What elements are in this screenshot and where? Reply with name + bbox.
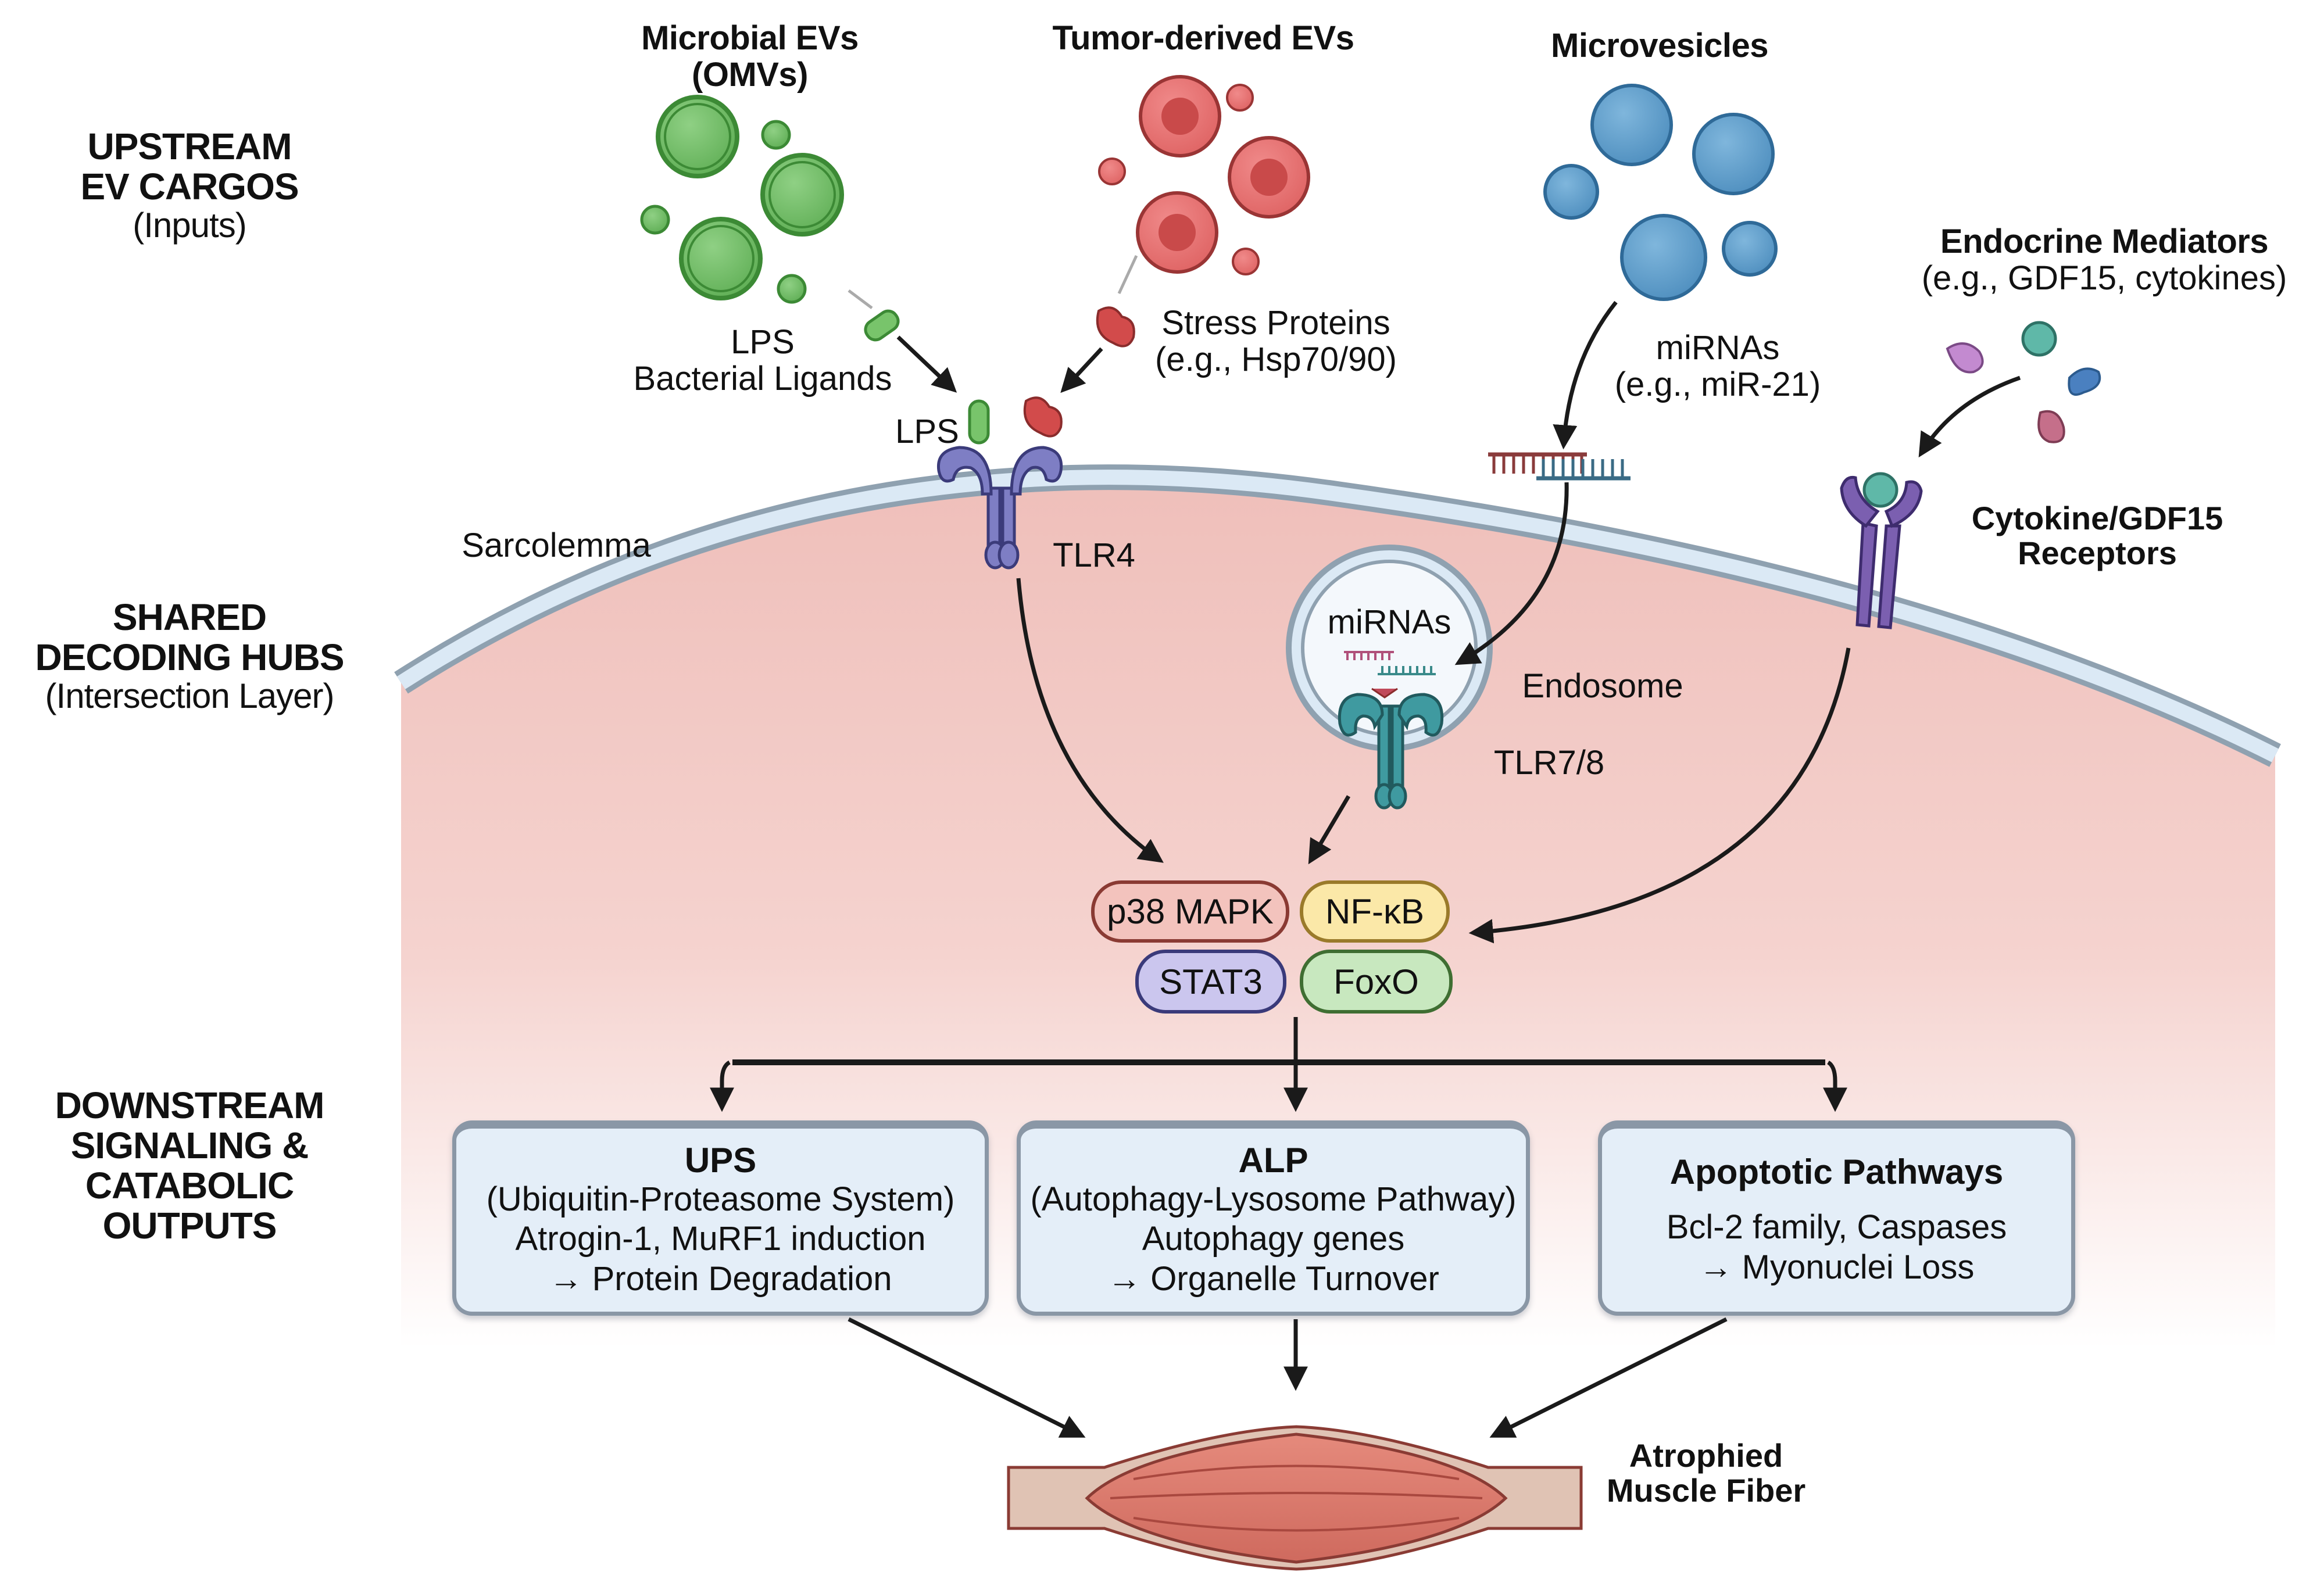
microbial-ev-title-line2: (OMVs) (692, 55, 808, 94)
sarcolemma-label: Sarcolemma (462, 527, 651, 564)
tumor-ev-title: Tumor-derived EVs (1052, 19, 1355, 57)
hub-p38-mapk: p38 MAPK (1091, 880, 1289, 943)
endosome-label: Endosome (1522, 667, 1683, 705)
endocrine-title-sub: (e.g., GDF15, cytokines) (1921, 259, 2287, 297)
arrow-lps-to-tlr4-b (896, 335, 957, 393)
stress-proteins-line2: (e.g., Hsp70/90) (1155, 340, 1397, 378)
arrow-tlr4-to-p38 (1016, 578, 1164, 863)
downstream-label-line4: OUTPUTS (102, 1205, 277, 1247)
downstream-label-line1: DOWNSTREAM (55, 1084, 325, 1126)
lps-cargo-line1: LPS (731, 323, 795, 361)
microvesicles-title: Microvesicles (1551, 27, 1768, 65)
hubs-label-line2: DECODING HUBS (35, 636, 344, 679)
arrow-branch-ups (710, 1060, 734, 1112)
alp-subtitle: (Autophagy-Lysosome Pathway) (1030, 1180, 1517, 1218)
ups-line1: Atrogin-1, MuRF1 induction (515, 1220, 926, 1258)
microbial-ev-title: Microbial EVs (OMVs) (641, 20, 859, 93)
lps-ligand-bound (968, 399, 990, 445)
muscle-fiber-line2: Muscle Fiber (1606, 1472, 1806, 1509)
stress-proteins-label: Stress Proteins (e.g., Hsp70/90) (1155, 305, 1397, 378)
muscle-fiber-label: Atrophied Muscle Fiber (1607, 1438, 1805, 1509)
microvesicle-cluster (1543, 84, 1778, 301)
output-ups: UPS (Ubiquitin-Proteasome System) Atrogi… (452, 1120, 989, 1316)
alp-line1: Autophagy genes (1142, 1220, 1405, 1258)
endocrine-mediators (1946, 321, 2101, 443)
arrow-microvesicle-to-mirna (1553, 300, 1618, 450)
microbial-ev-cluster (640, 95, 844, 304)
hubs-label: SHARED DECODING HUBS (Intersection Layer… (35, 597, 344, 715)
alp-title: ALP (1238, 1140, 1308, 1180)
hub-stat3: STAT3 (1135, 950, 1286, 1014)
tlr4-receptor (936, 446, 1063, 570)
upstream-label-line2: EV CARGOS (80, 166, 299, 208)
mirna-cargo-line1: miRNAs (1656, 329, 1780, 367)
hub-foxo: FoxO (1300, 950, 1453, 1014)
signal-arrows (710, 255, 2021, 1438)
tumor-ev-cluster (1098, 75, 1310, 275)
upstream-label-sub: (Inputs) (133, 206, 246, 245)
gdf15-ligand-bound (1862, 472, 1898, 508)
arrow-tlr78-to-nfkb (1308, 795, 1351, 865)
arrow-stress-protein-line (1117, 255, 1138, 295)
mirna-cargo-line2: (e.g., miR-21) (1614, 365, 1821, 403)
atrophied-muscle-fiber (1007, 1425, 1583, 1571)
ups-line2: → Protein Degradation (549, 1259, 892, 1298)
arrow-apoptotic-to-muscle (1489, 1317, 1728, 1438)
output-alp: ALP (Autophagy-Lysosome Pathway) Autopha… (1017, 1120, 1530, 1316)
ups-title: UPS (684, 1140, 757, 1180)
cytokine-receptor-label: Cytokine/GDF15 Receptors (1971, 500, 2223, 572)
endocrine-title: Endocrine Mediators (e.g., GDF15, cytoki… (1921, 223, 2287, 297)
hub-nf-kb: NF-κB (1300, 880, 1450, 943)
lps-bound-label: LPS (895, 413, 959, 450)
tlr78-label: TLR7/8 (1493, 744, 1605, 782)
arrow-receptor-to-nfkb (1468, 647, 1851, 944)
lps-ligand-free (864, 309, 900, 342)
tlr78-receptor (1338, 693, 1444, 810)
ups-subtitle: (Ubiquitin-Proteasome System) (486, 1180, 955, 1218)
hubs-label-sub: (Intersection Layer) (45, 676, 335, 716)
endocrine-title-line1: Endocrine Mediators (1940, 223, 2269, 260)
apoptotic-line1: Bcl-2 family, Caspases (1666, 1208, 2007, 1247)
cytokine-receptor-line2: Receptors (2018, 535, 2177, 572)
lps-cargo-line2: Bacterial Ligands (633, 359, 892, 398)
cytokine-receptor (1840, 475, 1923, 629)
stress-proteins-line1: Stress Proteins (1161, 304, 1390, 342)
mirna-cargo-label: miRNAs (e.g., miR-21) (1615, 330, 1821, 403)
cytokine-receptor-line1: Cytokine/GDF15 (1971, 500, 2223, 536)
stress-protein-bound (1023, 396, 1063, 438)
endosome-cargo-label: miRNAs (1327, 603, 1451, 641)
stress-protein-free (1096, 306, 1135, 348)
muscle-fiber-line1: Atrophied (1629, 1437, 1783, 1474)
arrow-ups-to-muscle (848, 1317, 1086, 1438)
apoptotic-line2: → Myonuclei Loss (1699, 1248, 1975, 1286)
arrow-stress-to-tlr4 (1060, 347, 1103, 393)
lps-cargo-label: LPS Bacterial Ligands (634, 324, 892, 397)
downstream-label-line2: SIGNALING & (70, 1125, 309, 1167)
microbial-ev-title-line1: Microbial EVs (641, 19, 859, 57)
arrow-branch-apoptotic (1823, 1060, 1847, 1112)
tlr4-label: TLR4 (1053, 536, 1135, 574)
mirna-duplex-extracellular (1488, 452, 1631, 481)
downstream-label: DOWNSTREAM SIGNALING & CATABOLIC OUTPUTS (55, 1084, 325, 1247)
apoptotic-title: Apoptotic Pathways (1669, 1152, 2004, 1192)
downstream-label-line3: CATABOLIC (85, 1165, 294, 1207)
endosome (1286, 545, 1493, 751)
arrow-mirna-to-endosome (1454, 482, 1569, 665)
arrow-endocrine-to-receptor (1918, 375, 2021, 458)
arrow-lps-to-tlr4 (848, 289, 873, 309)
alp-line2: → Organelle Turnover (1107, 1259, 1439, 1298)
output-apoptotic: Apoptotic Pathways Bcl-2 family, Caspase… (1598, 1120, 2075, 1316)
upstream-label-line1: UPSTREAM (87, 126, 292, 167)
upstream-label: UPSTREAM EV CARGOS (Inputs) (80, 126, 299, 245)
hubs-label-line1: SHARED (112, 596, 267, 638)
